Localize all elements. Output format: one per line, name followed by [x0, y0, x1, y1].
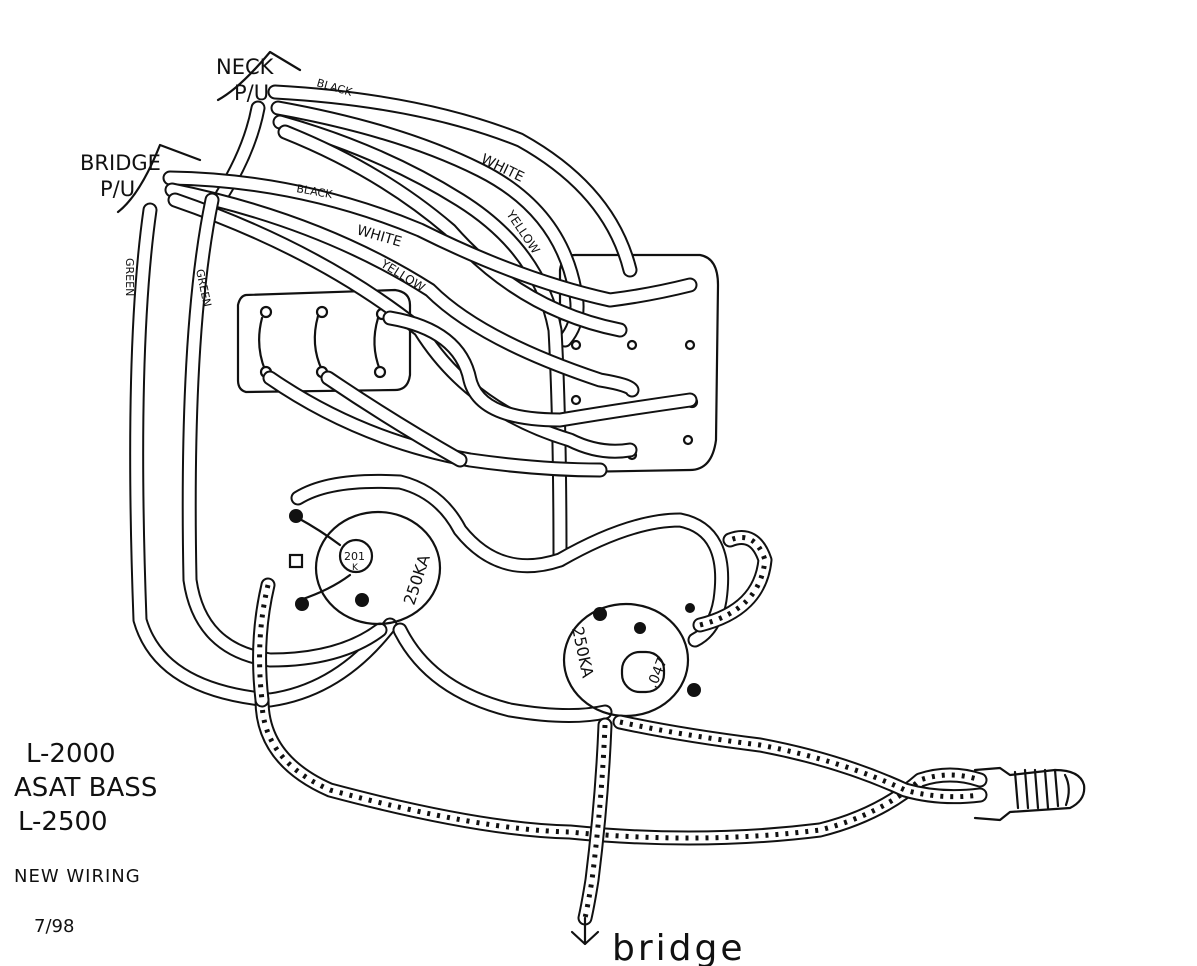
switch-lug-wire	[373, 316, 382, 372]
wire-label-bridge-black: BLACK	[295, 182, 334, 201]
right-pot-cap-label: .047	[644, 656, 671, 691]
neck-pickup-label-pu: P/U	[234, 81, 269, 105]
bridge-ground-label: bridge	[612, 928, 746, 966]
switch-wires	[262, 370, 608, 478]
switch-lug	[373, 365, 387, 379]
bridge-pickup-label: BRIDGE	[80, 151, 161, 175]
plate-lug	[682, 434, 694, 446]
neck-pickup-end	[216, 50, 302, 102]
plate-lug	[684, 339, 696, 351]
switch-lug-wire	[258, 316, 267, 372]
bridge-pickup-label-pu: P/U	[100, 177, 135, 201]
switch-lug-wire	[313, 314, 324, 372]
bridge-pickup-wires	[162, 170, 698, 459]
title-line-3: L-2500	[18, 807, 108, 837]
bridge-ground-arrow	[570, 916, 600, 946]
switch-lug	[315, 305, 329, 319]
bridge-pickup-end	[116, 143, 202, 214]
title-date: 7/98	[34, 916, 74, 937]
plate-lug	[570, 339, 582, 351]
neck-pickup-label: NECK	[216, 55, 275, 79]
left-pot-cap-sub: K	[352, 563, 359, 573]
left-pot-cap-label: 201	[344, 550, 365, 563]
pot-interconnect-wires	[290, 473, 730, 724]
title-line-4: NEW WIRING	[14, 866, 141, 887]
right-pot-value: 250KA	[568, 625, 597, 680]
wire-label-green-outer: GREEN	[123, 258, 136, 296]
plate-lug	[570, 394, 582, 406]
switch-lug	[259, 305, 273, 319]
switch-block	[236, 288, 412, 394]
title-line-2: ASAT BASS	[14, 773, 157, 803]
shielded-cables	[252, 530, 988, 926]
title-line-1: L-2000	[26, 739, 116, 769]
plate-lug	[626, 339, 638, 351]
left-pot	[288, 509, 442, 626]
output-jack	[973, 766, 1086, 822]
green-ground-wires	[129, 192, 398, 708]
